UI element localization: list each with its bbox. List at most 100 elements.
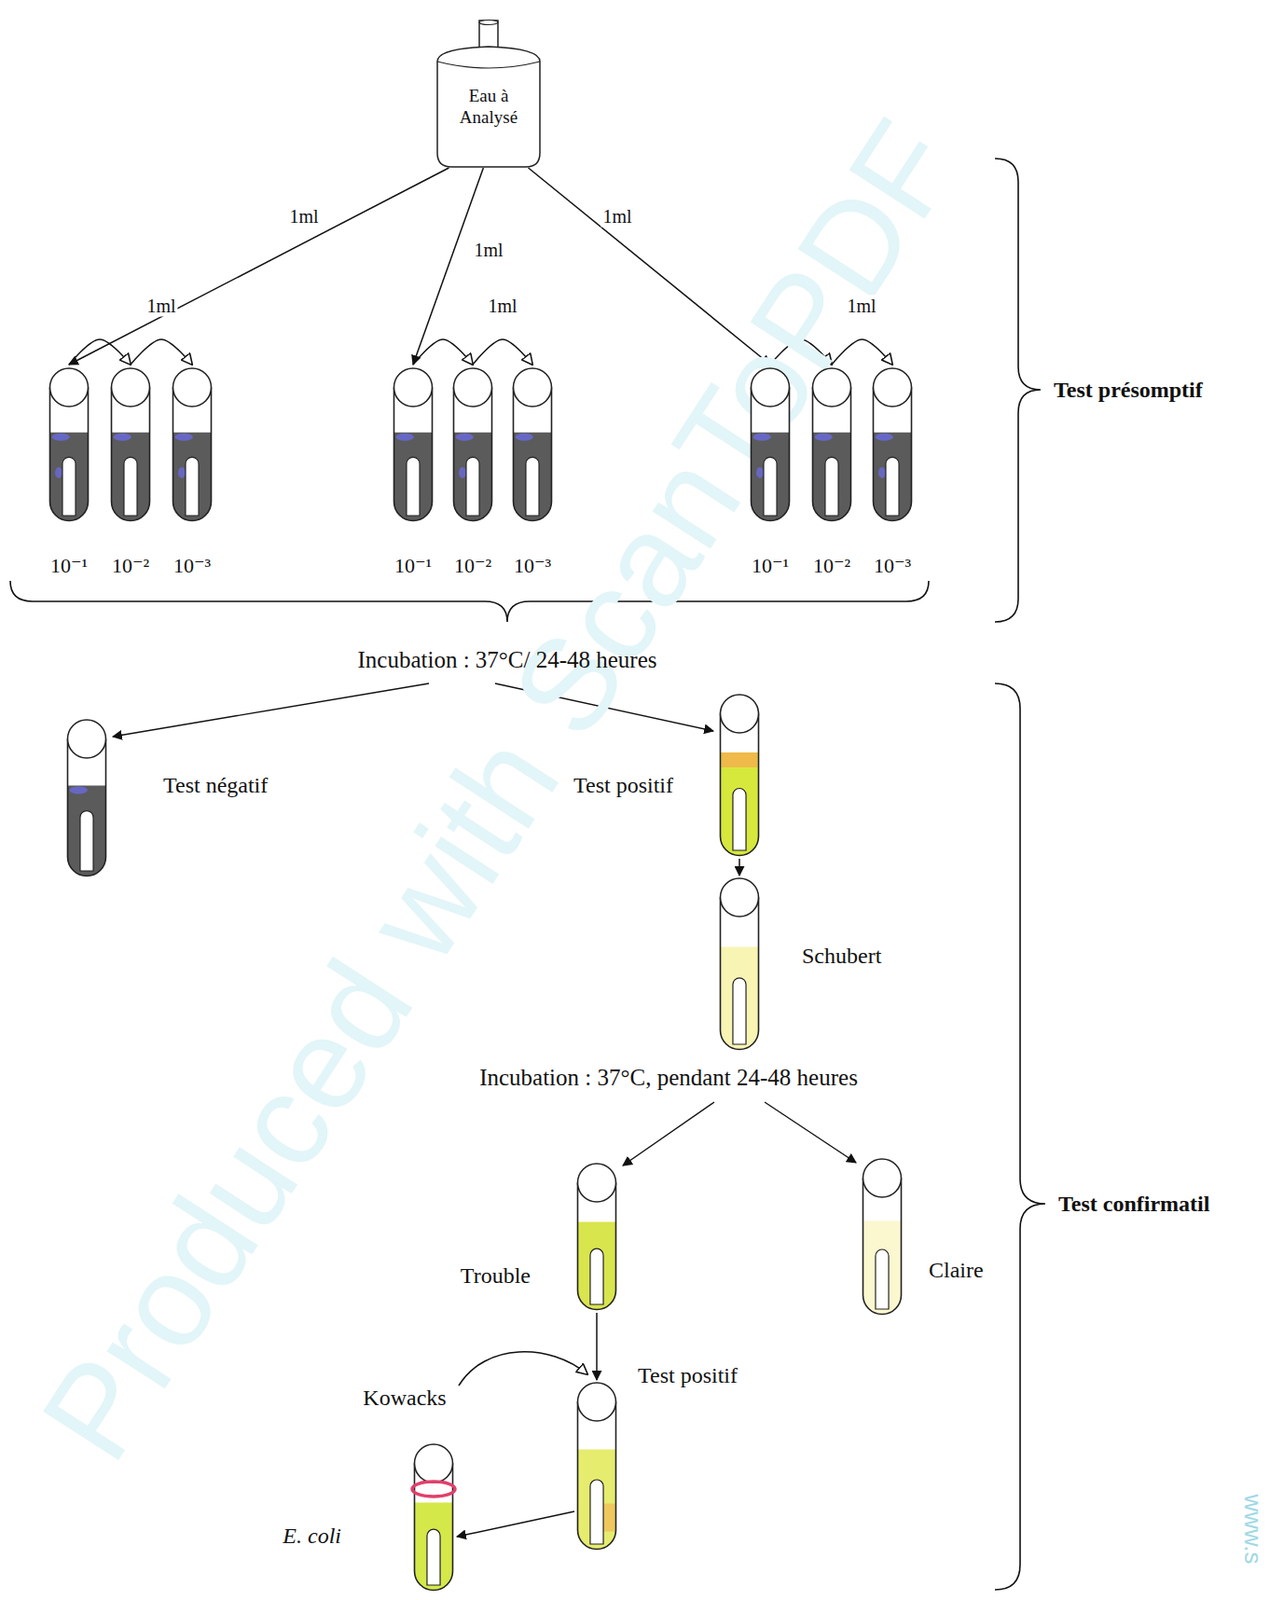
tube-outline <box>871 367 913 523</box>
flask-body <box>437 46 540 167</box>
flask-label: Eau à Analysé <box>451 85 526 129</box>
connector-arrow <box>69 167 449 365</box>
volume-label: 1ml <box>844 295 878 318</box>
text-holder: 10⁻³ <box>873 553 912 579</box>
durham-tube <box>466 456 480 516</box>
tube-mouth <box>578 1163 617 1202</box>
tube-liquid <box>863 1221 902 1315</box>
tube-outline <box>48 367 90 523</box>
test-tube: 10⁻² <box>110 367 152 523</box>
durham-tube <box>80 811 94 871</box>
tube-outline <box>576 1381 618 1551</box>
tube-label: 10⁻³ <box>873 553 912 579</box>
connector-arrow <box>130 339 193 365</box>
tube-liquid <box>111 432 151 522</box>
volume-label: 1ml <box>600 206 634 228</box>
tube-label: Test positif <box>637 1362 738 1390</box>
tube-mouth <box>454 368 493 407</box>
label-holder: Incubation : 37°C/ 24-48 heures <box>357 647 657 674</box>
gas-spot <box>396 433 415 442</box>
section-label: Test confirmatil <box>1058 1191 1210 1217</box>
tube-outline <box>111 387 151 522</box>
tube-mouth <box>720 694 760 733</box>
volume-label: 1ml <box>287 206 320 228</box>
gas-spot <box>175 433 194 442</box>
gas-spot <box>875 433 894 442</box>
text-holder: Test négatif <box>163 772 268 800</box>
text-holder: 10⁻¹ <box>50 553 88 579</box>
text-holder: Trouble <box>460 1262 531 1290</box>
text-holder: 10⁻³ <box>513 553 552 579</box>
durham-tube <box>763 456 777 516</box>
label-holder: 1ml <box>485 295 519 318</box>
flask-rim <box>437 61 540 69</box>
test-tube: Test négatif <box>66 718 108 878</box>
tube-outline <box>718 693 760 857</box>
connector-arrow <box>413 339 473 365</box>
tube-mouth <box>813 368 852 407</box>
tube-outline <box>749 367 791 523</box>
indole-ring <box>412 1481 456 1497</box>
tube-label: 10⁻³ <box>173 553 211 579</box>
connector-arrow <box>69 339 131 365</box>
curly-brace <box>994 683 1046 1590</box>
tube-mouth <box>873 368 912 407</box>
tube-outline <box>873 387 912 522</box>
tube-liquid <box>394 432 433 522</box>
text-holder: Test positif <box>573 772 674 800</box>
label-holder: Test confirmatil <box>1058 1191 1210 1217</box>
durham-tube <box>525 456 539 516</box>
durham-tube <box>590 1479 604 1545</box>
tube-body <box>863 1178 902 1315</box>
tube-label: 10⁻² <box>454 553 492 579</box>
tube-outline <box>413 1443 455 1592</box>
tube-outline <box>513 387 553 522</box>
flask-neck <box>479 20 498 51</box>
tube-mouth <box>394 368 433 407</box>
tube-body <box>173 387 212 522</box>
test-tube: 10⁻¹ <box>392 367 434 523</box>
connector-arrow <box>595 1312 598 1381</box>
gas-spot <box>113 433 132 442</box>
tube-body <box>813 387 852 522</box>
tube-liquid <box>751 432 790 522</box>
tube-liquid <box>68 785 107 876</box>
tube-liquid <box>414 1503 454 1591</box>
section-label: Test présomptif <box>1053 377 1203 403</box>
gas-spot <box>455 433 474 442</box>
tube-outline <box>813 387 852 522</box>
tube-body <box>394 387 433 522</box>
tube-outline <box>452 367 494 523</box>
tube-body <box>720 897 760 1050</box>
flask-neck <box>479 20 498 26</box>
tube-liquid <box>813 432 852 522</box>
durham-tube <box>427 1529 441 1586</box>
text-holder: 10⁻² <box>813 553 851 579</box>
tube-mouth <box>111 368 151 407</box>
tube-body <box>50 387 89 522</box>
tube-outline <box>720 714 760 856</box>
text-holder: 10⁻¹ <box>751 553 789 579</box>
durham-tube <box>885 456 899 516</box>
tube-label: 10⁻¹ <box>751 553 789 579</box>
tube-outline <box>171 367 213 523</box>
label-holder: 1ml <box>471 239 505 262</box>
tube-body <box>873 387 912 522</box>
durham-tube <box>590 1248 604 1305</box>
sample-flask: Eau à Analysé <box>436 20 541 168</box>
tube-body <box>454 387 493 522</box>
tube-body <box>720 714 760 856</box>
tube-label: 10⁻³ <box>513 553 552 579</box>
connector-arrow <box>456 1511 575 1537</box>
tube-body <box>68 739 107 877</box>
tube-liquid <box>720 752 760 856</box>
tube-body <box>578 1402 617 1550</box>
tube-label: 10⁻² <box>111 553 150 579</box>
tube-mouth <box>720 878 760 917</box>
tube-label: Trouble <box>460 1262 531 1290</box>
tube-outline <box>511 367 553 523</box>
tube-outline <box>173 387 212 522</box>
label-holder: Incubation : 37°C, pendant 24-48 heures <box>479 1064 858 1091</box>
durham-tube <box>124 456 138 516</box>
